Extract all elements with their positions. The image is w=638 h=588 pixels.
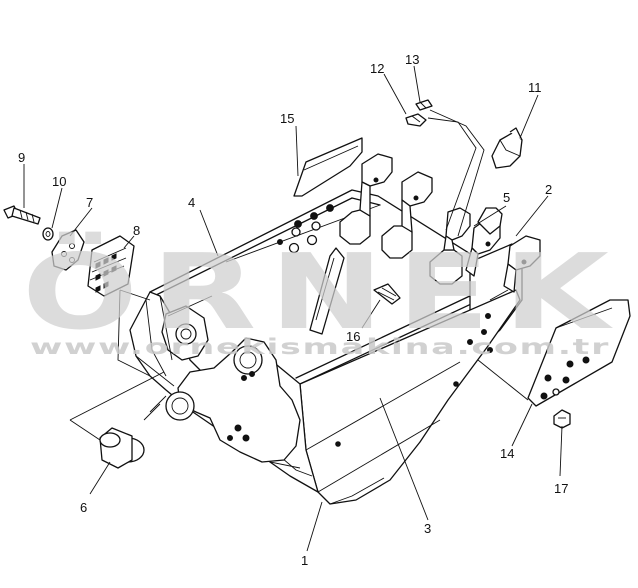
callout-11: 11 bbox=[528, 80, 542, 95]
callout-labels: 1 2 3 4 5 6 7 8 9 10 11 12 13 14 15 16 1… bbox=[18, 52, 568, 568]
leader-lines bbox=[23, 65, 563, 552]
callout-17: 17 bbox=[554, 481, 568, 496]
side-cutter-right-part bbox=[527, 299, 631, 407]
callout-8: 8 bbox=[133, 223, 140, 238]
callout-12: 12 bbox=[370, 61, 384, 76]
lock-pin-retainer-part bbox=[405, 99, 433, 127]
callout-5: 5 bbox=[503, 190, 510, 205]
left-hardware-group bbox=[3, 205, 135, 297]
pin-part bbox=[309, 247, 345, 335]
callout-1: 1 bbox=[301, 553, 308, 568]
callout-6: 6 bbox=[80, 500, 87, 515]
callout-13: 13 bbox=[405, 52, 419, 67]
callout-16: 16 bbox=[346, 329, 360, 344]
watermark-url: www.ornekismakina.com.tr bbox=[30, 335, 610, 359]
side-cutter-upper-part bbox=[293, 137, 363, 197]
callout-4: 4 bbox=[188, 195, 195, 210]
callout-10: 10 bbox=[52, 174, 66, 189]
teeth-and-adapters bbox=[339, 127, 541, 293]
callout-9: 9 bbox=[18, 150, 25, 165]
watermark: ÖRNEK www.ornekismakina.com.tr bbox=[22, 231, 622, 359]
callout-7: 7 bbox=[86, 195, 93, 210]
bolt-part-16 bbox=[373, 283, 401, 305]
callout-3: 3 bbox=[424, 521, 431, 536]
callout-15: 15 bbox=[280, 111, 294, 126]
bushing-part bbox=[99, 427, 145, 469]
callout-14: 14 bbox=[500, 446, 514, 461]
bucket-drawing bbox=[129, 189, 523, 505]
nut-part bbox=[553, 409, 571, 429]
watermark-brand: ÖRNEK bbox=[22, 231, 622, 353]
callout-2: 2 bbox=[545, 182, 552, 197]
